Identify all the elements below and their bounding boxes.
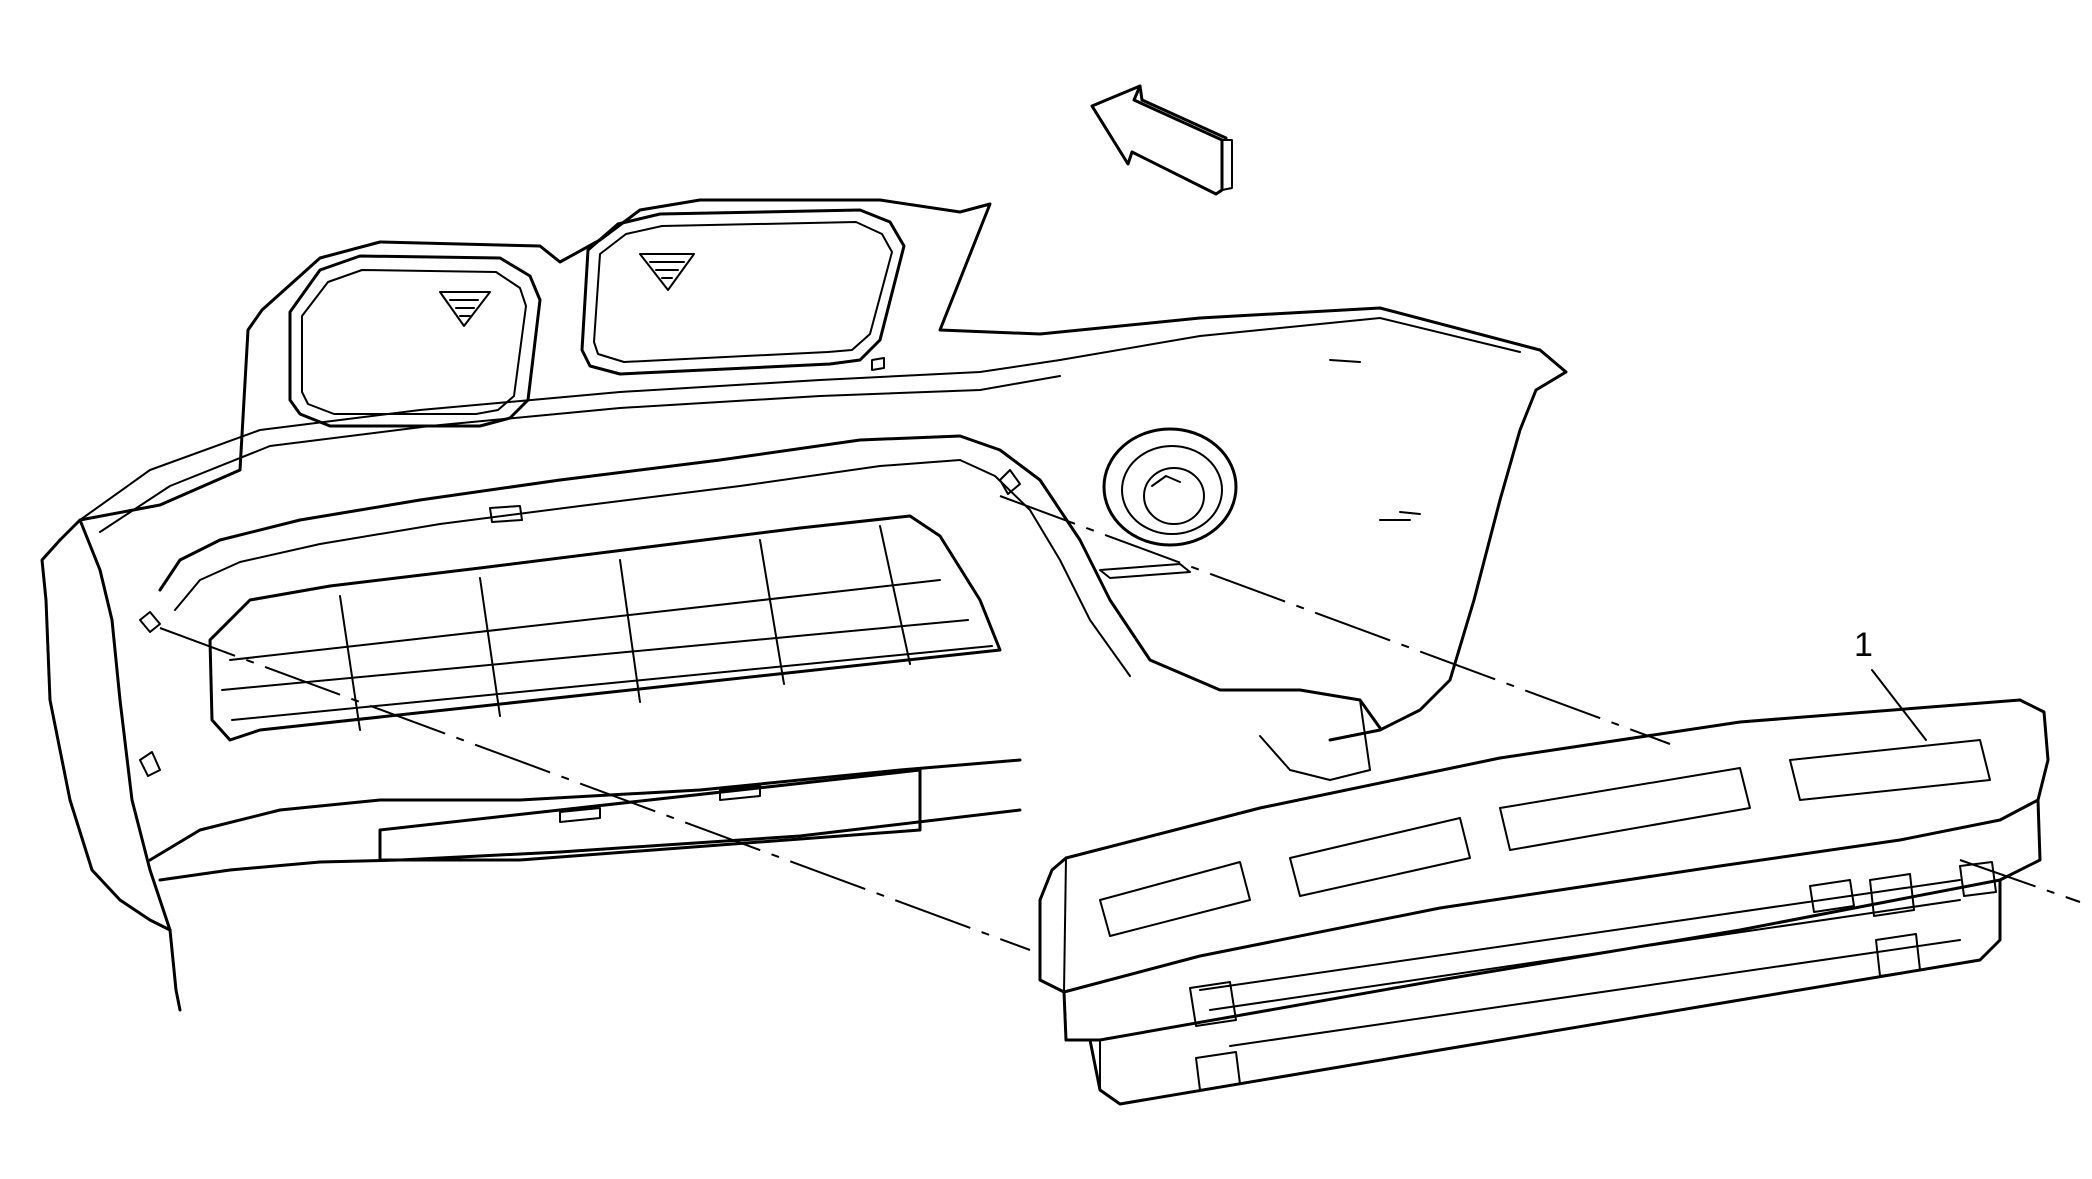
fog-lamp-opening-icon [1102,427,1238,547]
bumper-energy-absorber [1038,698,2050,1106]
callout-label: 1 [1854,626,1873,664]
grille-mesh-icon [439,253,695,327]
alignment-lines [159,495,2081,951]
callout-leader-line [1871,669,1927,741]
direction-arrow-icon [1090,84,1233,196]
lower-grille [208,514,1002,742]
left-grille-opening [288,254,542,428]
right-grille-opening [580,208,906,376]
lower-tray [378,768,922,862]
callout-1: 1 [1854,626,1927,741]
